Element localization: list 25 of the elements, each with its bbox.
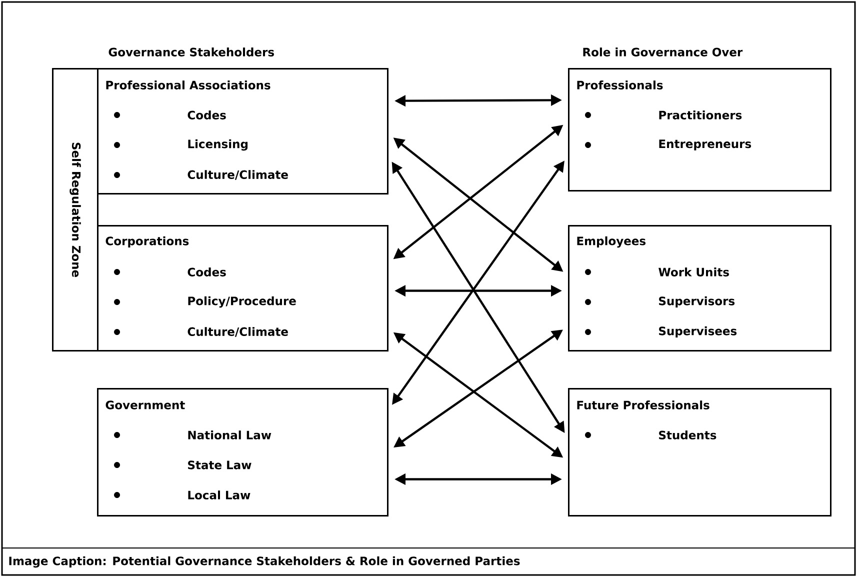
list-item: National Law (188, 430, 272, 440)
box-heading: Employees (577, 236, 646, 248)
list-item: State Law (188, 460, 252, 470)
caption: Image Caption: Potential Governance Stakeholders & Role in Governed Parties (9, 556, 520, 568)
list-item: Licensing (188, 139, 248, 151)
list-item: Students (659, 430, 716, 440)
list-item: Local Law (188, 490, 250, 500)
list-item: Supervisors (659, 296, 735, 308)
list-item: Culture/Climate (188, 170, 288, 180)
list-item: Codes (188, 268, 226, 276)
box-heading: Corporations (106, 236, 189, 248)
list-item: Codes (188, 110, 226, 120)
list-item: Entrepreneurs (659, 140, 752, 150)
list-item: Supervisees (659, 326, 737, 338)
zone-label: Self Regulation Zone (70, 142, 81, 277)
box-heading: Professional Associations (106, 80, 270, 90)
list-item: Culture/Climate (188, 327, 288, 337)
list-item: Practitioners (659, 110, 742, 120)
list-item: Policy/Procedure (188, 296, 296, 308)
column-heading: Governance Stakeholders (108, 48, 274, 56)
column-heading: Role in Governance Over (583, 48, 743, 56)
box-heading: Government (106, 400, 185, 410)
box-heading: Professionals (577, 80, 663, 90)
box-heading: Future Professionals (577, 400, 710, 410)
list-item: Work Units (658, 268, 729, 276)
